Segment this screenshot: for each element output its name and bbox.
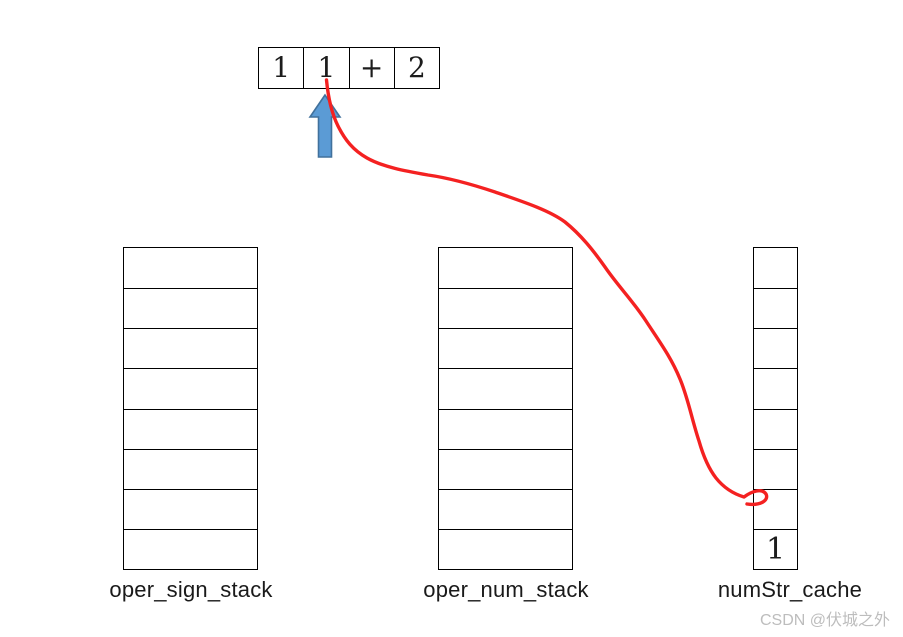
stack-cell — [439, 248, 572, 288]
stack-cell — [754, 328, 797, 368]
array-cell: 2 — [393, 48, 439, 88]
stack-cell — [754, 368, 797, 408]
stack-cell — [124, 328, 257, 368]
stack-cell: 1 — [754, 528, 797, 569]
blue-up-arrow-icon — [308, 93, 342, 158]
stack-cell — [124, 288, 257, 328]
watermark: CSDN @伏城之外 — [759, 612, 890, 629]
stack-cell — [439, 368, 572, 408]
stack-cell — [754, 488, 797, 529]
oper-sign-stack-label: oper_sign_stack — [109, 577, 273, 602]
stack-cell — [124, 528, 257, 569]
stack-cell — [439, 448, 572, 489]
oper-num-stack-label: oper_num_stack — [423, 577, 589, 602]
stack-cell — [754, 408, 797, 449]
stack-cell — [124, 488, 257, 529]
stack-cell — [439, 408, 572, 449]
stack-cell — [124, 448, 257, 489]
array-cell: + — [348, 48, 394, 88]
stack-cell — [754, 448, 797, 489]
stack-cell — [754, 248, 797, 288]
array-cell: 1 — [272, 51, 291, 84]
stack-cell — [124, 368, 257, 408]
stack-cell — [439, 288, 572, 328]
stack-cell — [439, 488, 572, 529]
oper-num-stack — [438, 247, 573, 570]
stack-cell — [439, 328, 572, 368]
stack-cell — [439, 528, 572, 569]
numstr-cache-label: numStr_cache — [717, 577, 863, 602]
stack-cell — [124, 248, 257, 288]
numstr-cache-stack: 1 — [753, 247, 798, 570]
stack-cell — [124, 408, 257, 449]
oper-sign-stack — [123, 247, 258, 570]
stack-cell — [754, 288, 797, 328]
array-cell: 1 — [303, 48, 348, 88]
